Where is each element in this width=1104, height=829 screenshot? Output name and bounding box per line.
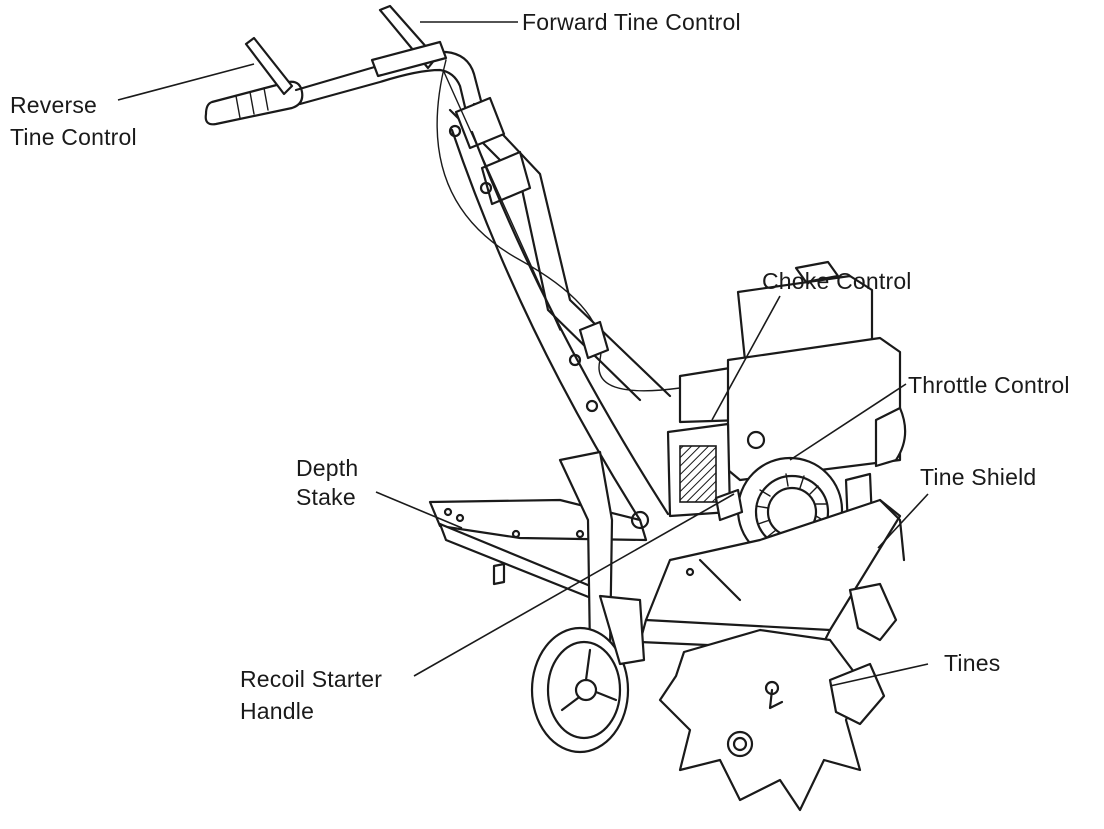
handlebar (204, 4, 488, 130)
label-tines: Tines (944, 650, 1001, 676)
label-reverse-tine-control-line2: Tine Control (10, 124, 137, 150)
label-tine-shield: Tine Shield (920, 464, 1037, 490)
label-throttle-control: Throttle Control (908, 372, 1070, 398)
label-choke-control: Choke Control (762, 268, 912, 294)
label-recoil-starter-handle-line1: Recoil Starter (240, 666, 383, 692)
label-depth-stake-line2: Stake (296, 484, 356, 510)
label-depth-stake-line1: Depth (296, 455, 359, 481)
depth-stake (428, 450, 648, 652)
wheel (530, 594, 646, 754)
label-reverse-tine-control-line1: Reverse (10, 92, 98, 118)
engine (630, 260, 907, 564)
tines (658, 582, 898, 812)
label-recoil-starter-handle-line2: Handle (240, 698, 315, 724)
label-forward-tine-control: Forward Tine Control (522, 9, 741, 35)
handle-tube (436, 59, 681, 522)
leader-lines (117, 21, 929, 687)
